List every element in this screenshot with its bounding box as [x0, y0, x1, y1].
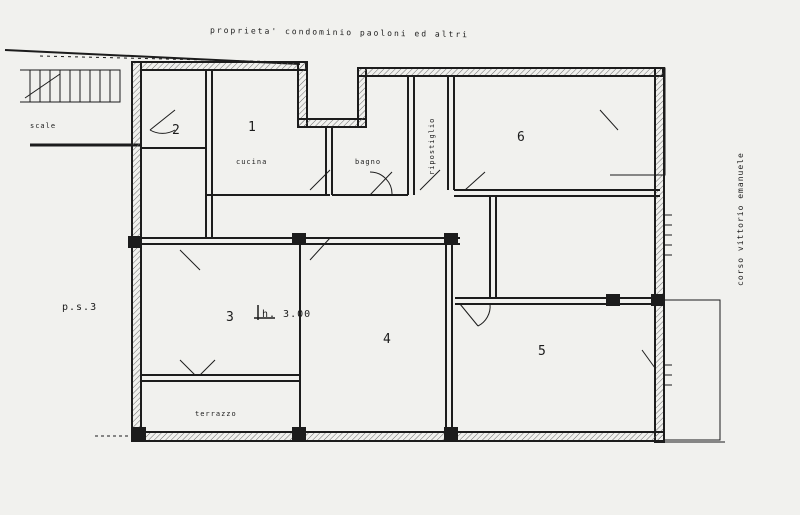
left-margin-note: p.s.3	[62, 302, 98, 313]
right-wall-windows	[664, 214, 672, 386]
room-5-number: 5	[538, 344, 547, 359]
structural-pillars	[128, 233, 665, 441]
dimension-marker	[254, 305, 275, 320]
balcony-outline	[664, 299, 721, 441]
ceiling-height-note: h. 3.00	[262, 309, 312, 320]
door-swings	[149, 109, 656, 376]
bathroom-label: bagno	[355, 158, 382, 166]
stair-flight	[20, 69, 121, 103]
street-label: corso vittorio emanuele	[736, 152, 745, 286]
interior-walls	[141, 69, 660, 432]
room-1-name: cucina	[236, 158, 268, 166]
room-6-number: 6	[517, 130, 526, 145]
room-4-number: 4	[383, 332, 392, 347]
room-3-number: 3	[226, 310, 235, 325]
storage-label: ripostiglio	[428, 117, 436, 175]
balcony-top-right	[610, 67, 666, 176]
terrace-label: terrazzo	[195, 410, 237, 418]
room-2-number: 2	[172, 123, 181, 138]
stair-label: scale	[30, 122, 57, 130]
room-1-number: 1	[248, 120, 257, 135]
